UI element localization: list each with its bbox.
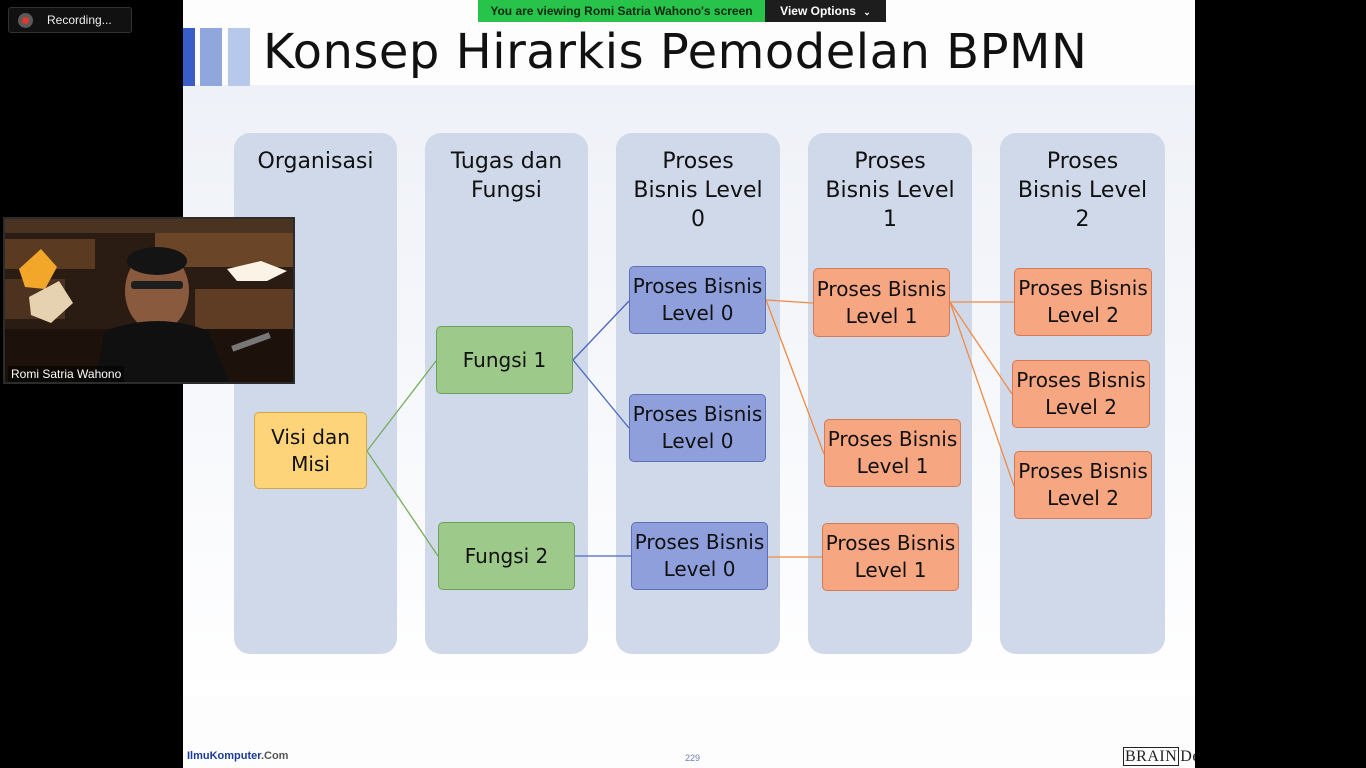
chevron-down-icon: ⌄ bbox=[863, 7, 871, 17]
connector-l1a-l2c bbox=[949, 301, 1015, 487]
node-visi-dan-misi: Visi dan Misi bbox=[254, 412, 367, 489]
node-level0-b: Proses Bisnis Level 0 bbox=[629, 394, 766, 462]
title-accent-bar-2 bbox=[200, 28, 222, 86]
view-options-button[interactable]: View Options ⌄ bbox=[765, 0, 886, 22]
node-level1-c: Proses Bisnis Level 1 bbox=[822, 523, 959, 591]
recording-label: Recording... bbox=[47, 13, 112, 27]
recording-indicator[interactable]: Recording... bbox=[8, 7, 132, 33]
node-level0-c: Proses Bisnis Level 0 bbox=[631, 522, 768, 590]
connector-visi-fungsi2 bbox=[366, 450, 439, 557]
column-header: Organisasi bbox=[257, 149, 374, 174]
participant-video[interactable]: Romi Satria Wahono bbox=[3, 217, 295, 384]
connector-l1a-l2b bbox=[949, 301, 1013, 395]
node-level2-b: Proses Bisnis Level 2 bbox=[1012, 360, 1150, 428]
shared-slide: Konsep Hirarkis Pemodelan BPMN Organisas… bbox=[183, 0, 1195, 768]
connector-l0a-l1b bbox=[765, 299, 825, 455]
participant-name-label: Romi Satria Wahono bbox=[8, 366, 125, 382]
node-level2-c: Proses Bisnis Level 2 bbox=[1014, 451, 1152, 519]
ilmukomputer-logo: IlmuKomputer.Com bbox=[187, 750, 289, 762]
braindev-logo: BRAINDev bbox=[1123, 747, 1195, 766]
node-fungsi-2: Fungsi 2 bbox=[438, 522, 575, 590]
column-header: Tugas dan Fungsi bbox=[450, 149, 563, 203]
slide-title: Konsep Hirarkis Pemodelan BPMN bbox=[263, 24, 1088, 80]
video-feed-image bbox=[5, 219, 293, 382]
node-level2-a: Proses Bisnis Level 2 bbox=[1014, 268, 1152, 336]
node-level1-a: Proses Bisnis Level 1 bbox=[813, 268, 950, 337]
title-accent-bar-3 bbox=[228, 28, 250, 86]
node-fungsi-1: Fungsi 1 bbox=[436, 326, 573, 394]
connector-fungsi1-l0b bbox=[572, 359, 630, 429]
slide-page-number: 229 bbox=[685, 753, 701, 763]
node-level1-b: Proses Bisnis Level 1 bbox=[824, 419, 961, 487]
viewing-screen-label: You are viewing Romi Satria Wahono's scr… bbox=[478, 0, 765, 22]
cloud-record-icon bbox=[18, 13, 33, 28]
screen-share-banner: You are viewing Romi Satria Wahono's scr… bbox=[478, 0, 886, 22]
title-accent-bar-1 bbox=[183, 28, 195, 86]
connector-fungsi1-l0a bbox=[572, 300, 630, 361]
connector-lines bbox=[366, 299, 1015, 558]
column-header: Proses Bisnis Level 1 bbox=[825, 149, 955, 232]
column-header: Proses Bisnis Level 0 bbox=[633, 149, 763, 232]
view-options-label: View Options bbox=[780, 4, 856, 18]
column-header: Proses Bisnis Level 2 bbox=[1017, 149, 1148, 232]
node-level0-a: Proses Bisnis Level 0 bbox=[629, 266, 766, 334]
connector-visi-fungsi1 bbox=[366, 360, 437, 452]
connector-l0a-l1a bbox=[765, 299, 814, 304]
